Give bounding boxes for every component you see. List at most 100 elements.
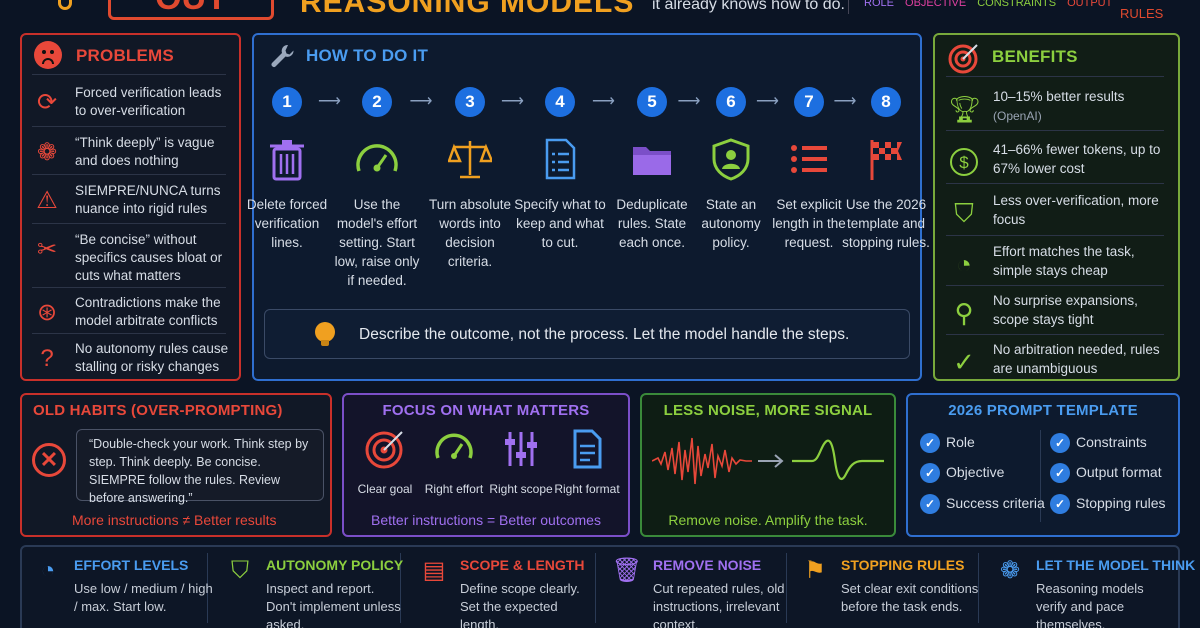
divider <box>946 183 1164 184</box>
magnifier-icon: ⚲ <box>954 298 974 328</box>
arrow-right-icon: ⟶ <box>592 93 615 110</box>
divider <box>32 223 226 224</box>
bottom-title: REMOVE NOISE <box>653 557 762 573</box>
template-label: Objective <box>946 464 1005 480</box>
check-circle-icon: ✓ <box>953 347 975 377</box>
quote-bubble: “Double-check your work. Think step by s… <box>76 429 324 505</box>
benefit-subtext: (OpenAI) <box>993 109 1042 123</box>
tag-rules: RULES <box>1120 6 1164 21</box>
how-header: HOW TO DO IT <box>268 42 428 75</box>
check-icon: ✓ <box>1050 463 1070 483</box>
divider <box>978 553 979 623</box>
problem-item: ⟳ Forced verification leads to over-veri… <box>32 82 232 128</box>
focus-item: Right scope <box>488 428 554 496</box>
shield-user-icon: ⛉ <box>231 557 249 584</box>
arrow-right-icon: ⟶ <box>833 93 857 110</box>
focus-item: Right format <box>554 428 620 496</box>
trash-icon <box>270 140 304 181</box>
check-icon: ✓ <box>1050 494 1070 514</box>
template-label: Output format <box>1076 464 1162 480</box>
benefit-item: ◔ Effort matches the task, simple stays … <box>946 242 1166 290</box>
sliders-icon <box>505 432 537 466</box>
bottom-text: Use low / medium / high / max. Start low… <box>74 581 213 614</box>
template-label: Constraints <box>1076 434 1147 450</box>
step-text: Set explicit length in the request. <box>772 197 846 250</box>
old-habits-title: OLD HABITS (OVER-PROMPTING) <box>33 402 283 419</box>
benefits-title: BENEFITS <box>992 47 1078 66</box>
check-icon: ✓ <box>920 463 940 483</box>
step-number: 5 <box>637 87 667 117</box>
benefits-header: BENEFITS <box>948 42 1077 79</box>
wrench-icon <box>271 44 294 67</box>
checkered-flag-icon <box>870 140 902 180</box>
tag-role: ROLE <box>864 0 894 9</box>
step-number: 3 <box>455 87 485 117</box>
divider <box>400 553 401 623</box>
focus-label: Right effort <box>424 482 484 496</box>
bottom-text: Define scope clearly. Set the expected l… <box>460 581 580 628</box>
problem-item: ? No autonomy rules cause stalling or ri… <box>32 338 232 384</box>
step-text: Use the model's effort setting. Start lo… <box>334 197 420 288</box>
arrow-right-icon: ⟶ <box>318 93 341 110</box>
benefit-text: Effort matches the task, simple stays ch… <box>993 244 1135 278</box>
template-title: 2026 PROMPT TEMPLATE <box>948 402 1138 419</box>
noise-footer: Remove noise. Amplify the task. <box>668 512 868 528</box>
divider <box>946 235 1164 236</box>
divider <box>32 287 226 288</box>
shield-check-icon: ⛉ <box>954 198 974 228</box>
benefit-text: No arbitration needed, rules are unambig… <box>993 342 1160 376</box>
noise-to-signal-graphic <box>652 437 884 485</box>
divider <box>946 334 1164 335</box>
flag-icon: ⚑ <box>804 557 826 584</box>
cycle-arrows-icon: ⟳ <box>36 89 58 116</box>
step-number: 2 <box>362 87 392 117</box>
tag-objective: OBJECTIVE <box>905 0 967 9</box>
benefit-text: 10–15% better results <box>993 89 1125 104</box>
bottom-title: AUTONOMY POLICY <box>266 557 404 573</box>
divider <box>1040 430 1041 522</box>
signal-wave <box>792 439 884 481</box>
page-title: REASONING MODELS <box>300 0 635 19</box>
top-tags: ROLE OBJECTIVE CONSTRAINTS OUTPUT <box>864 0 1120 9</box>
focus-label: Clear goal <box>357 482 413 496</box>
divider <box>946 285 1164 286</box>
arrow-right-icon: ⟶ <box>756 93 779 110</box>
divider <box>848 0 849 14</box>
step-text: Deduplicate rules. State each once. <box>616 197 688 250</box>
problem-item: ✂ “Be concise” without specifics causes … <box>32 229 232 287</box>
step-number: 7 <box>794 87 824 117</box>
step-text: Use the 2026 template and stopping rules… <box>842 197 930 250</box>
problems-header: PROBLEMS <box>34 41 174 69</box>
problem-text: Contradictions make the model arbitrate … <box>75 295 221 328</box>
step-text: State an autonomy policy. <box>701 197 761 250</box>
bottom-text: Reasoning models verify and pace themsel… <box>1036 581 1144 628</box>
problems-title: PROBLEMS <box>76 46 174 65</box>
dollar-icon: $ <box>950 148 978 176</box>
divider <box>786 553 787 623</box>
target-icon <box>365 431 403 469</box>
benefits-panel <box>933 33 1180 381</box>
benefit-item: ⛉ Less over-verification, more focus <box>946 191 1166 239</box>
template-label: Stopping rules <box>1076 495 1166 511</box>
benefit-text: 41–66% fewer tokens, up to 67% lower cos… <box>993 142 1161 176</box>
trophy-icon: 🏆︎ <box>948 94 982 124</box>
question-person-icon: ? <box>40 345 54 372</box>
gauge-icon: ◔ <box>40 557 56 584</box>
divider <box>32 126 226 127</box>
old-habits-footer: More instructions ≠ Better results <box>72 512 277 528</box>
gauge-icon: ◔ <box>956 249 972 279</box>
divider <box>946 76 1164 77</box>
brain-icon: ❁ <box>999 557 1021 584</box>
bottom-text: Set clear exit conditions before the tas… <box>841 581 979 614</box>
problem-item: ⊛ Contradictions make the model arbitrat… <box>32 292 232 338</box>
bottom-title: LET THE MODEL THINK <box>1036 557 1196 573</box>
target-icon <box>948 44 978 74</box>
bottom-title: EFFORT LEVELS <box>74 557 189 573</box>
divider <box>32 74 226 75</box>
divider <box>207 553 208 623</box>
focus-footer: Better instructions = Better outcomes <box>371 512 601 528</box>
noise-title: LESS NOISE, MORE SIGNAL <box>663 402 873 419</box>
scissors-icon: ✂ <box>36 236 58 263</box>
tag-output: OUTPUT <box>1067 0 1113 9</box>
template-label: Success criteria <box>946 495 1045 511</box>
